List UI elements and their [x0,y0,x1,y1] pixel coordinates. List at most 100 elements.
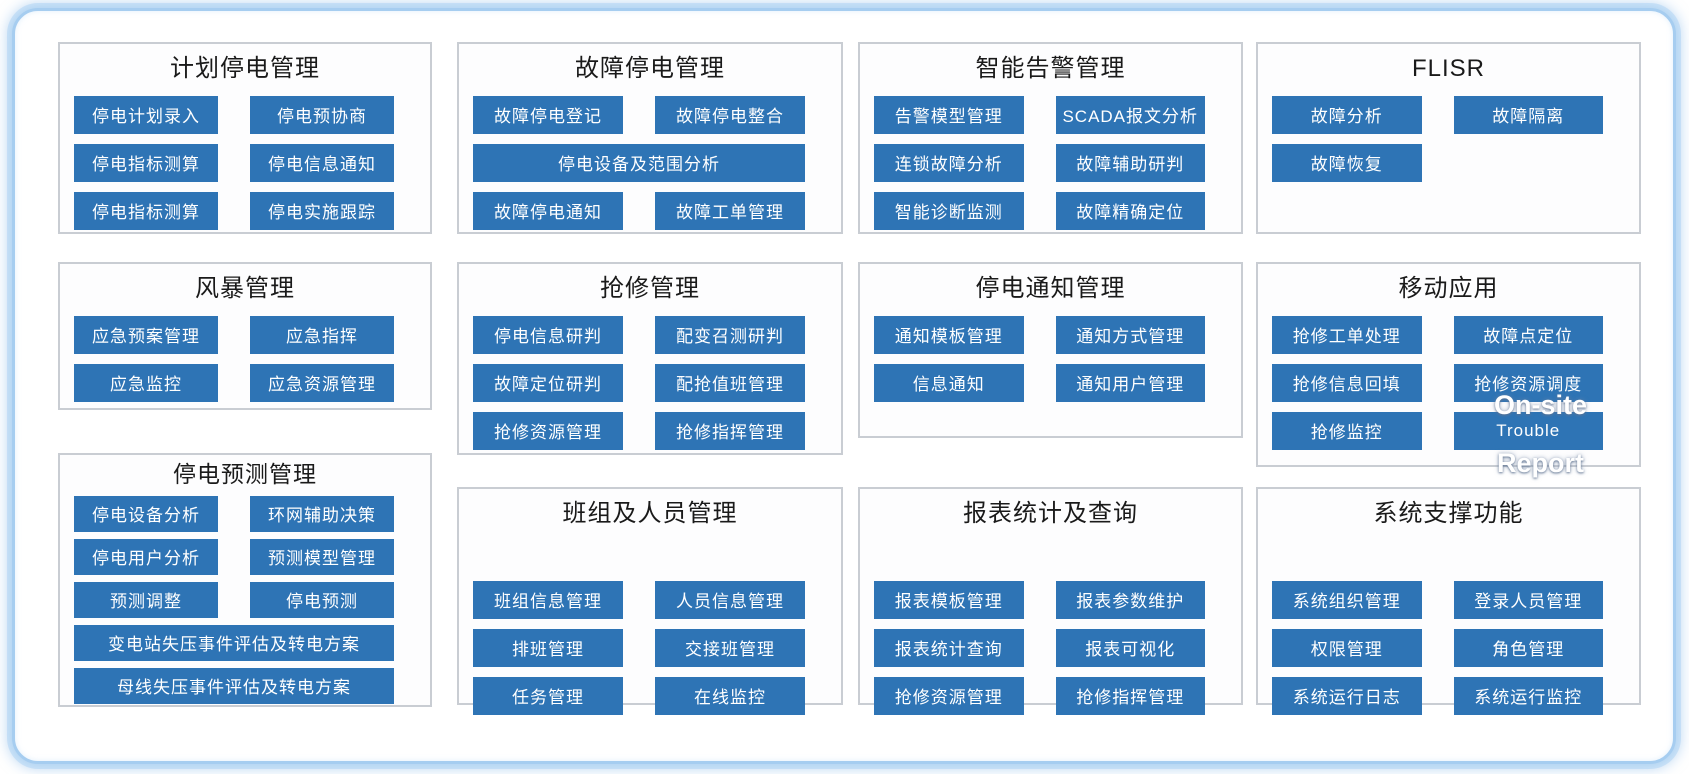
module-button[interactable]: 报表模板管理 [874,580,1024,619]
module-button[interactable]: 通知模板管理 [874,315,1024,354]
button-grid: 通知模板管理通知方式管理信息通知通知用户管理 [860,315,1241,402]
module-button[interactable]: 在线监控 [655,676,805,715]
module-button[interactable]: 变电站失压事件评估及转电方案 [74,624,394,661]
panel-title: 停电预测管理 [173,461,317,487]
panel-report-statistics-query: 报表统计及查询 报表模板管理报表参数维护报表统计查询报表可视化抢修资源管理抢修指… [858,487,1243,715]
module-button[interactable]: 抢修指挥管理 [655,411,805,450]
module-button[interactable]: 智能诊断监测 [874,191,1024,230]
module-button[interactable]: 配抢值班管理 [655,363,805,402]
button-grid: 停电设备分析环网辅助决策停电用户分析预测模型管理预测调整停电预测变电站失压事件评… [60,495,430,704]
module-button[interactable]: 故障恢复 [1272,143,1422,182]
module-button[interactable]: 停电信息研判 [473,315,623,354]
module-button[interactable]: 故障分析 [1272,95,1422,134]
module-button[interactable]: 抢修指挥管理 [1055,676,1205,715]
panel-repair-management: 抢修管理 停电信息研判配变召测研判故障定位研判配抢值班管理抢修资源管理抢修指挥管… [457,262,843,455]
module-button[interactable]: 报表可视化 [1055,628,1205,667]
module-button[interactable]: 故障辅助研判 [1055,143,1205,182]
module-button[interactable]: 停电用户分析 [74,538,218,575]
module-button[interactable]: 预测模型管理 [250,538,394,575]
module-button[interactable]: 抢修资源调度 [1453,363,1603,402]
module-button[interactable]: 登录人员管理 [1453,580,1603,619]
module-button[interactable]: 停电设备及范围分析 [473,143,805,182]
button-grid: 应急预案管理应急指挥应急监控应急资源管理 [60,315,430,402]
module-button[interactable]: 故障精确定位 [1055,191,1205,230]
button-grid: 班组信息管理人员信息管理排班管理交接班管理任务管理在线监控 [459,580,841,715]
module-button[interactable]: 停电预协商 [250,95,394,134]
module-button[interactable]: 通知用户管理 [1055,363,1205,402]
module-button[interactable]: Trouble [1453,411,1603,450]
module-button[interactable]: 权限管理 [1272,628,1422,667]
module-button[interactable]: 母线失压事件评估及转电方案 [74,667,394,704]
module-button[interactable]: 通知方式管理 [1055,315,1205,354]
module-button[interactable]: 角色管理 [1453,628,1603,667]
module-button[interactable]: 故障点定位 [1453,315,1603,354]
button-grid: 告警模型管理 SCADA报文分析连锁故障分析故障辅助研判智能诊断监测故障精确定位 [860,95,1241,230]
module-button[interactable]: 故障定位研判 [473,363,623,402]
module-button[interactable]: 抢修信息回填 [1272,363,1422,402]
module-button[interactable]: 告警模型管理 [874,95,1024,134]
button-grid: 报表模板管理报表参数维护报表统计查询报表可视化抢修资源管理抢修指挥管理 [860,580,1241,715]
panel-storm-management: 风暴管理 应急预案管理应急指挥应急监控应急资源管理 [58,262,432,410]
panel-title: 报表统计及查询 [963,500,1138,527]
module-button[interactable]: 故障隔离 [1453,95,1603,134]
module-button[interactable]: 停电预测 [250,581,394,618]
panel-outage-forecast-management: 停电预测管理 停电设备分析环网辅助决策停电用户分析预测模型管理预测调整停电预测变… [58,453,432,707]
module-button[interactable]: 故障工单管理 [655,191,805,230]
panel-fault-outage-management: 故障停电管理 故障停电登记故障停电整合停电设备及范围分析故障停电通知故障工单管理 [457,42,843,234]
panel-title: 故障停电管理 [575,55,725,82]
module-button[interactable]: 系统运行日志 [1272,676,1422,715]
panel-mobile-application: 移动应用 抢修工单处理故障点定位抢修信息回填抢修资源调度抢修监控 Trouble [1256,262,1641,467]
module-button[interactable]: 系统运行监控 [1453,676,1603,715]
module-button[interactable]: 应急指挥 [250,315,394,354]
module-button[interactable]: 故障停电登记 [473,95,623,134]
panel-flisr: FLISR 故障分析故障隔离故障恢复 [1256,42,1641,234]
module-button[interactable]: 停电计划录入 [74,95,218,134]
module-button[interactable]: 停电设备分析 [74,495,218,532]
watermark-on-site-text: On-site [1494,390,1588,420]
module-button[interactable]: 应急预案管理 [74,315,218,354]
panel-title: 停电通知管理 [975,275,1126,302]
module-button[interactable]: 配变召测研判 [655,315,805,354]
panel-title: FLISR [1411,55,1485,82]
module-button[interactable]: 报表参数维护 [1055,580,1205,619]
module-button[interactable]: 停电指标测算 [74,143,218,182]
panel-title: 系统支撑功能 [1373,500,1524,527]
module-button[interactable]: 班组信息管理 [473,580,623,619]
module-button[interactable]: 抢修工单处理 [1272,315,1422,354]
module-button[interactable]: 环网辅助决策 [250,495,394,532]
module-button[interactable]: 应急资源管理 [250,363,394,402]
module-button[interactable]: 故障停电整合 [655,95,805,134]
module-button[interactable]: 抢修资源管理 [473,411,623,450]
button-grid: 系统组织管理登录人员管理权限管理角色管理系统运行日志系统运行监控 [1258,580,1639,715]
panel-title: 智能告警管理 [975,55,1126,82]
module-button[interactable]: 停电实施跟踪 [250,191,394,230]
module-button[interactable]: 排班管理 [473,628,623,667]
panel-team-personnel-management: 班组及人员管理 班组信息管理人员信息管理排班管理交接班管理任务管理在线监控 [457,487,843,715]
panel-outage-notification-management: 停电通知管理 通知模板管理通知方式管理信息通知通知用户管理 [858,262,1243,438]
button-grid: 停电信息研判配变召测研判故障定位研判配抢值班管理抢修资源管理抢修指挥管理 [459,315,841,450]
button-grid: 故障分析故障隔离故障恢复 [1258,95,1639,182]
module-button[interactable]: 预测调整 [74,581,218,618]
module-button[interactable]: 应急监控 [74,363,218,402]
module-button[interactable]: 系统组织管理 [1272,580,1422,619]
module-button[interactable]: 停电指标测算 [74,191,218,230]
panel-intelligent-alarm-management: 智能告警管理 告警模型管理 SCADA报文分析连锁故障分析故障辅助研判智能诊断监测… [858,42,1243,234]
watermark-report-text: Report [1497,448,1584,478]
module-button[interactable]: 信息通知 [874,363,1024,402]
module-button[interactable]: 任务管理 [473,676,623,715]
module-button[interactable]: 停电信息通知 [250,143,394,182]
panel-system-support-functions: 系统支撑功能 系统组织管理登录人员管理权限管理角色管理系统运行日志系统运行监控 [1256,487,1641,715]
module-button[interactable]: 抢修资源管理 [874,676,1024,715]
panel-title: 移动应用 [1398,275,1499,302]
module-button[interactable]: SCADA报文分析 [1055,95,1205,134]
module-button[interactable]: 交接班管理 [655,628,805,667]
panel-title: 计划停电管理 [170,55,320,82]
panel-planned-outage-management: 计划停电管理 停电计划录入停电预协商停电指标测算停电信息通知停电指标测算停电实施… [58,42,432,234]
module-button[interactable]: 故障停电通知 [473,191,623,230]
module-button[interactable]: 连锁故障分析 [874,143,1024,182]
button-grid: 故障停电登记故障停电整合停电设备及范围分析故障停电通知故障工单管理 [459,95,841,230]
module-button[interactable]: 人员信息管理 [655,580,805,619]
module-button[interactable]: 抢修监控 [1272,411,1422,450]
module-button[interactable]: 报表统计查询 [874,628,1024,667]
